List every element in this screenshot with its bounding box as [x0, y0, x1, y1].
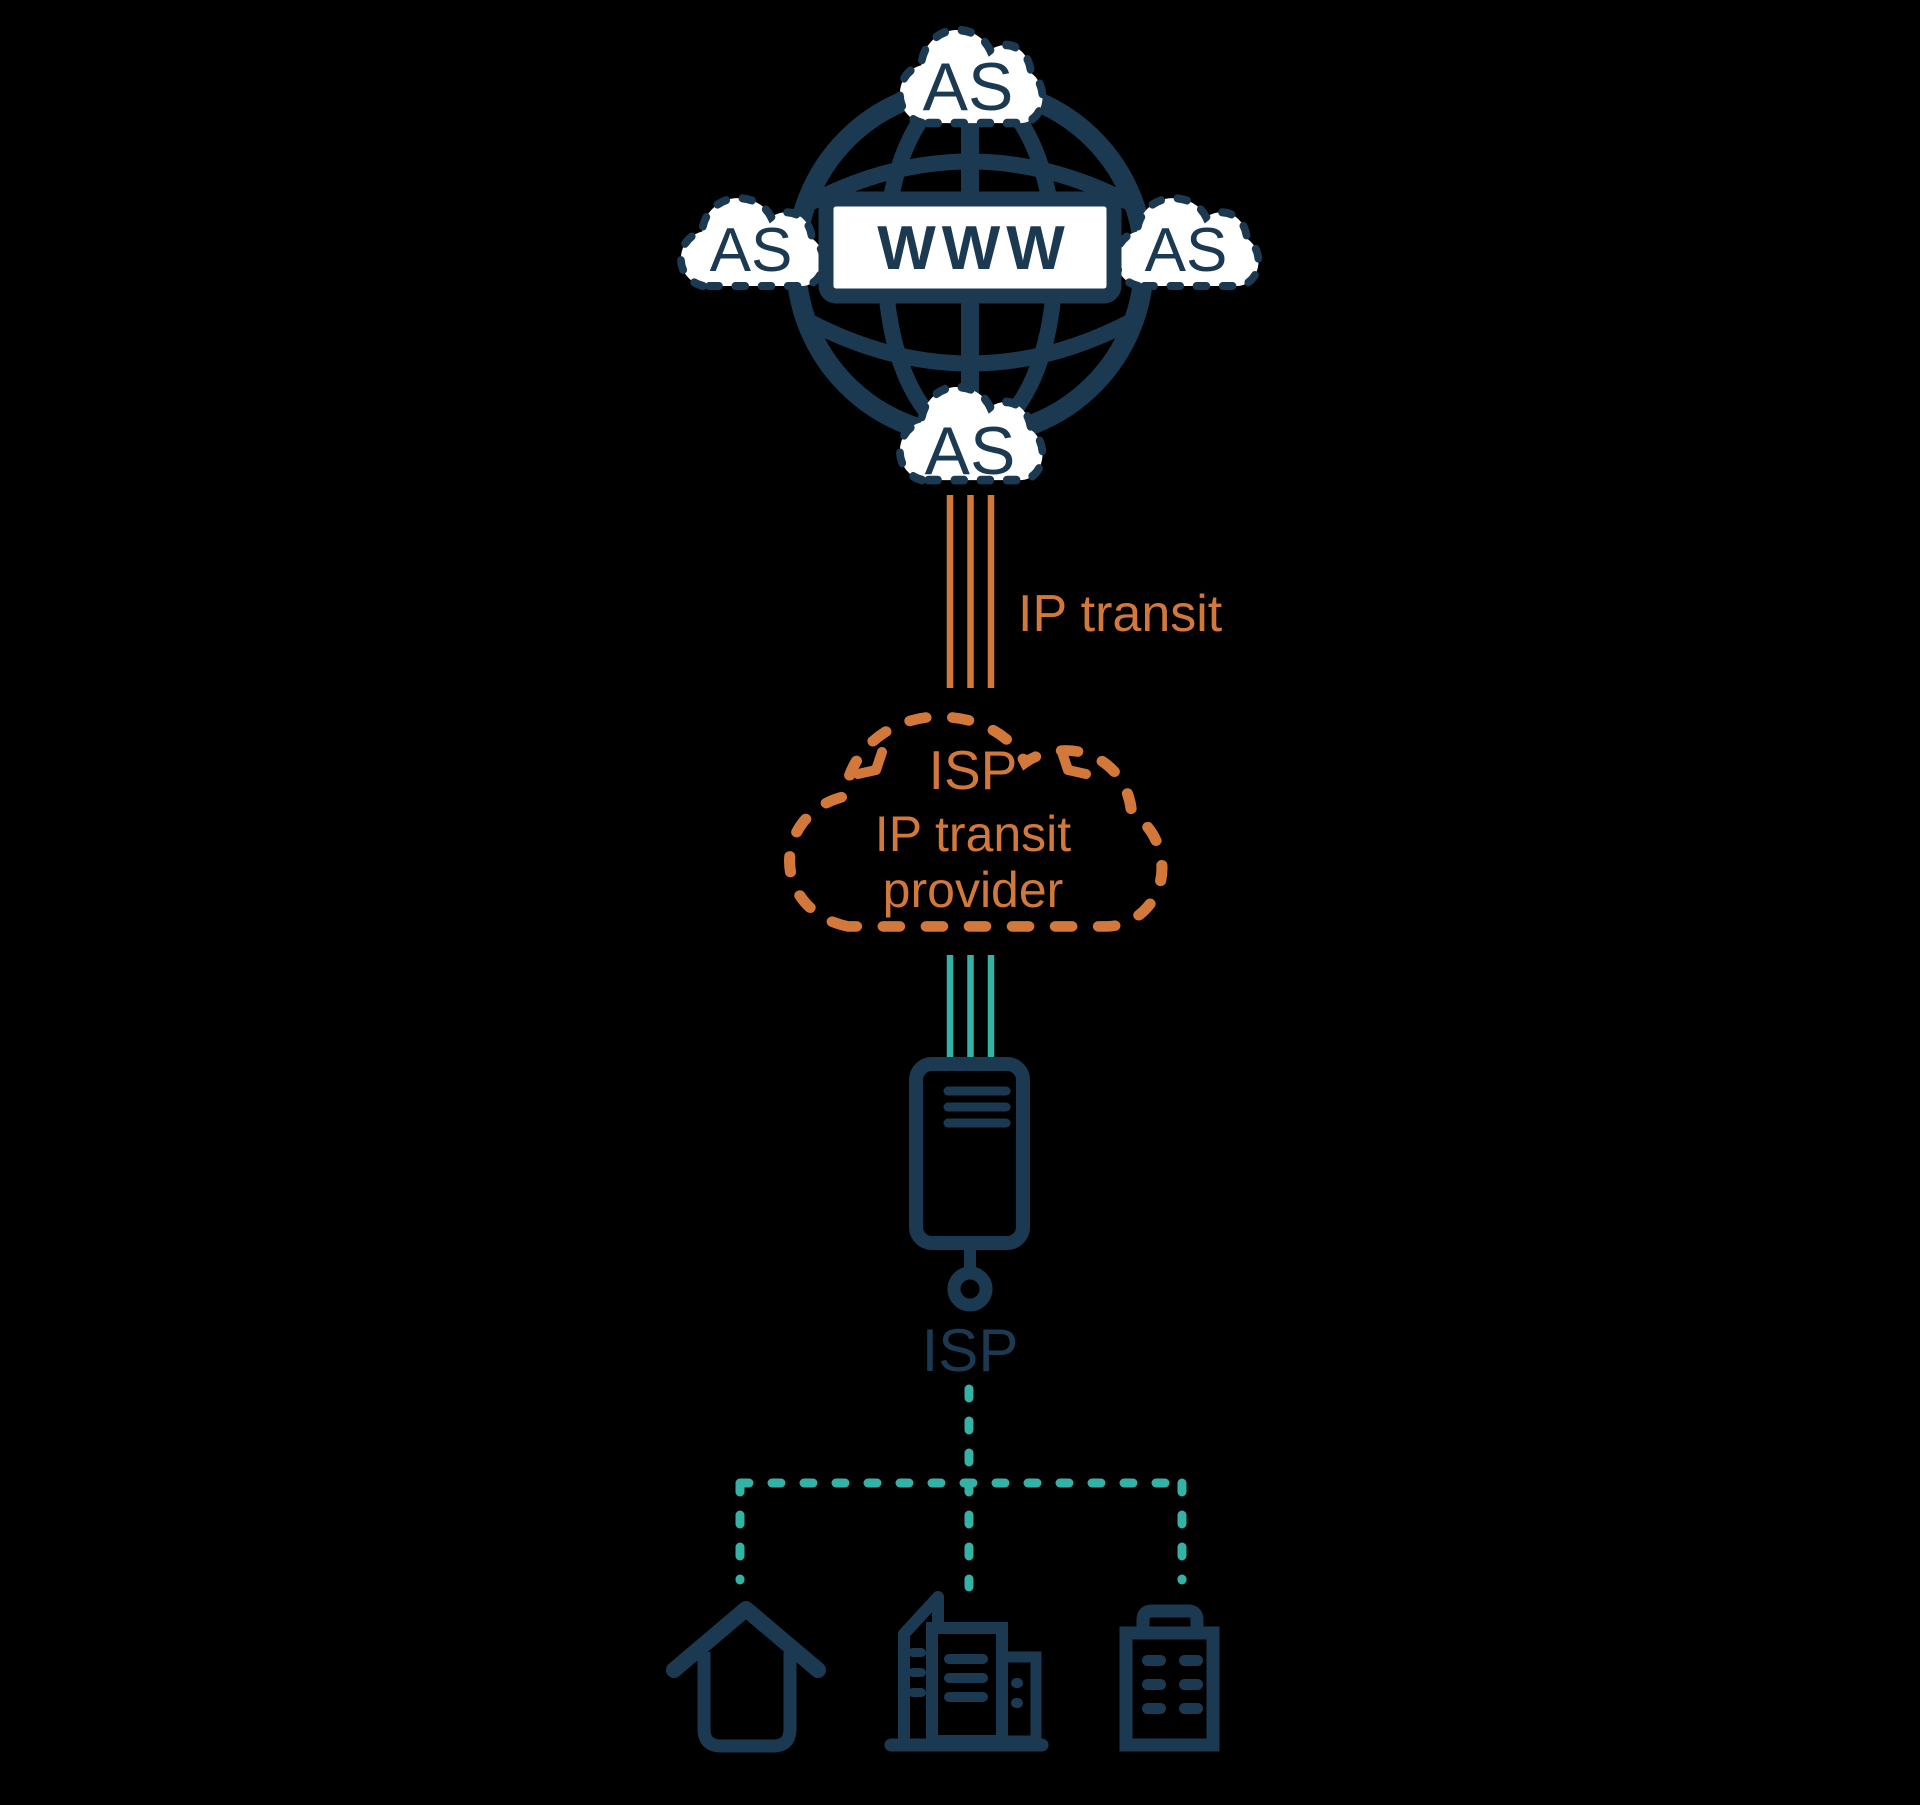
isp-label: ISP: [922, 1317, 1019, 1384]
cloud-notch-right-icon: [1057, 747, 1091, 779]
as-cloud-right-label: AS: [1145, 216, 1228, 285]
ip-transit-link: [946, 495, 995, 688]
ip-transit-label: IP transit: [1018, 585, 1223, 643]
as-cloud-right: AS: [1116, 198, 1259, 286]
isp-uplink: [946, 955, 995, 1063]
isp-cloud-line-2: IP transit: [875, 806, 1071, 862]
distribution-lines: [735, 1384, 1187, 1592]
www-label: WWW: [818, 191, 1122, 304]
as-cloud-bottom: AS: [900, 387, 1043, 489]
as-cloud-left: AS: [681, 198, 824, 286]
cloud-notch-left-icon: [853, 747, 887, 779]
www-label-text: WWW: [877, 214, 1071, 283]
office-building-icon: [884, 1591, 1049, 1752]
as-cloud-top: AS: [900, 30, 1043, 125]
house-icon: [666, 1601, 826, 1753]
apartment-building-icon: [1119, 1604, 1220, 1752]
isp-transit-provider-cloud: ISP IP transit provider: [790, 717, 1162, 927]
server-icon: [909, 1057, 1030, 1312]
isp-cloud-line-3: provider: [883, 862, 1064, 918]
as-cloud-top-label: AS: [923, 49, 1014, 125]
as-cloud-bottom-label: AS: [925, 413, 1016, 489]
isp-cloud-line-1: ISP: [929, 739, 1018, 801]
as-cloud-left-label: AS: [710, 216, 793, 285]
